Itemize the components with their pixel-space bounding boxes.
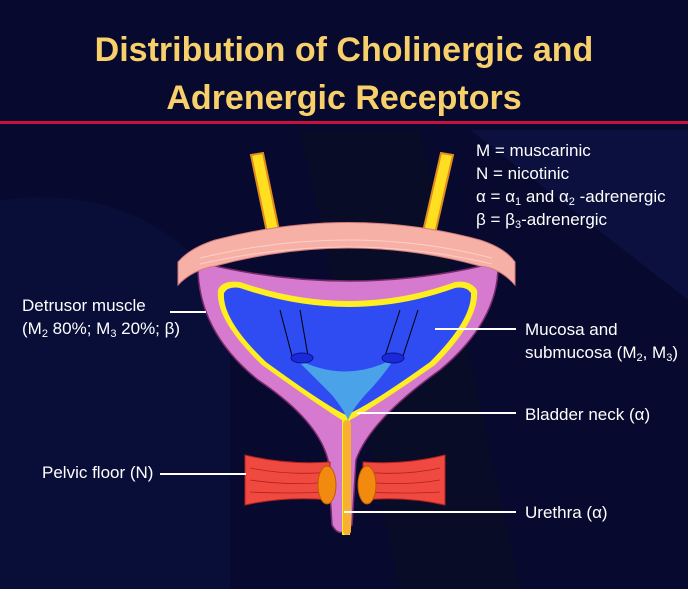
urethra-lumen bbox=[343, 420, 351, 535]
trigone bbox=[295, 358, 395, 420]
detrusor-receptors: (M2 80%; M3 20%; β) bbox=[22, 319, 181, 340]
pelvic-floor-muscle bbox=[244, 454, 331, 506]
pelvic-floor-label: Pelvic floor (N) bbox=[42, 463, 154, 482]
title-line-1: Distribution of Cholinergic and bbox=[94, 31, 594, 69]
left-ureteric-orifice bbox=[290, 352, 314, 364]
left-sphincter bbox=[317, 465, 337, 505]
mucosa-label: Mucosa and bbox=[525, 320, 618, 339]
title-divider bbox=[0, 121, 688, 124]
bladder-lumen bbox=[223, 287, 472, 415]
mucosa-receptors: submucosa (M2, M3) bbox=[525, 343, 679, 364]
title-line-2: Adrenergic Receptors bbox=[166, 79, 522, 117]
bladder-neck-label: Bladder neck (α) bbox=[525, 405, 651, 424]
detrusor-label: Detrusor muscle bbox=[22, 296, 146, 315]
legend-alpha: α = α1 and α2 -adrenergic bbox=[476, 187, 666, 208]
urethra-label: Urethra (α) bbox=[525, 503, 608, 522]
serosa-band bbox=[177, 222, 516, 287]
right-ureteric-orifice bbox=[381, 352, 405, 364]
legend-nicotinic: N = nicotinic bbox=[476, 164, 570, 183]
legend-muscarinic: M = muscarinic bbox=[476, 141, 591, 160]
legend-beta: β = β3-adrenergic bbox=[476, 210, 608, 231]
right-sphincter bbox=[357, 465, 377, 505]
